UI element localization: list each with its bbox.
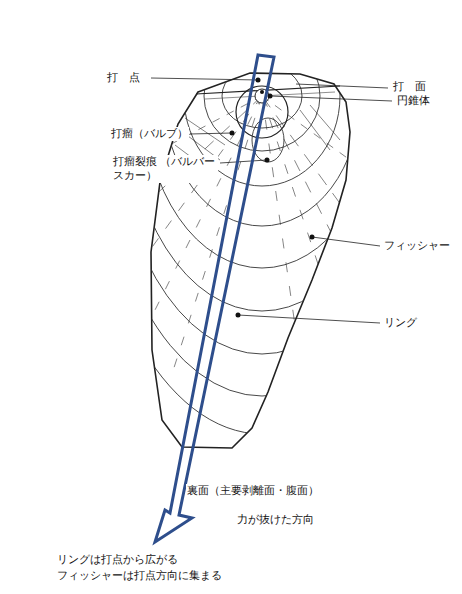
label: 打瘤（バルブ） — [110, 127, 189, 141]
label: 打瘤裂痕 （バルバースカー） — [112, 155, 218, 183]
label: フィッシャー — [383, 239, 451, 253]
label: リングは打点から広がる — [56, 553, 179, 567]
label: 力が抜けた方向 — [236, 513, 315, 527]
label: 裏面（主要剥離面・腹面） — [186, 484, 320, 498]
label: リング — [383, 316, 418, 330]
label: 円錐体 — [396, 94, 431, 108]
label: フィッシャーは打点方向に集まる — [56, 569, 223, 583]
leader-lines — [151, 78, 392, 323]
label: 打 点 — [106, 71, 141, 85]
flake-body — [82, 0, 442, 448]
label: 打 面 — [392, 80, 427, 94]
